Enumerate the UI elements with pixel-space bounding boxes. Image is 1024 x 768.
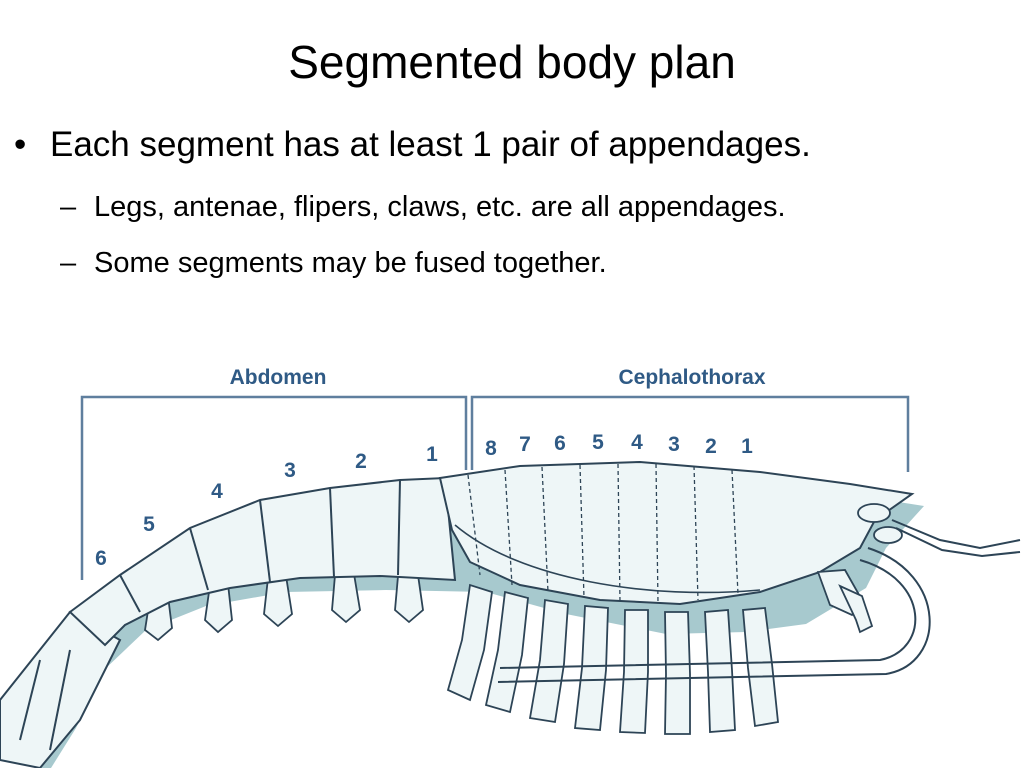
cephalothorax-segment-number: 1 <box>741 435 753 458</box>
cephalothorax-label: Cephalothorax <box>618 366 765 389</box>
head-appendages <box>816 503 903 634</box>
sub-bullet-text: Some segments may be fused together. <box>94 247 607 279</box>
carapace <box>438 460 915 606</box>
cephalothorax-bracket <box>470 395 910 472</box>
sub-bullet-fused: –Some segments may be fused together. <box>60 244 607 282</box>
swimmerets <box>144 573 424 642</box>
crustacean-diagram: Abdomen Cephalothorax 6 5 4 3 2 1 8 7 6 … <box>0 366 1021 768</box>
dash-marker: – <box>60 247 77 279</box>
cephalothorax-segment-number: 4 <box>631 431 643 454</box>
abdomen-segment-number: 5 <box>143 513 155 536</box>
sub-bullet-text: Legs, antenae, flipers, claws, etc. are … <box>94 191 786 223</box>
cephalothorax-segment-number: 7 <box>519 433 531 456</box>
sub-bullet-appendages: –Legs, antenae, flipers, claws, etc. are… <box>60 188 786 226</box>
main-bullet: • Each segment has at least 1 pair of app… <box>14 122 811 168</box>
slide-title: Segmented body plan <box>288 36 736 88</box>
abdomen-body <box>68 476 457 647</box>
cephalothorax-segment-number: 3 <box>668 433 680 456</box>
abdomen-segment-number: 2 <box>355 450 367 473</box>
cephalothorax-segment-number: 6 <box>554 432 566 455</box>
carapace-segment-lines <box>467 463 739 604</box>
abdomen-bracket <box>80 395 468 580</box>
dash-marker: – <box>60 191 77 223</box>
abdomen-segment-number: 3 <box>284 459 296 482</box>
abdomen-segment-number: 6 <box>95 547 107 570</box>
antenna <box>497 519 1021 683</box>
carapace-curve <box>454 524 761 594</box>
abdomen-segment-number: 1 <box>426 443 438 466</box>
tail-fan <box>0 610 122 768</box>
main-bullet-text: Each segment has at least 1 pair of appe… <box>50 125 811 164</box>
cephalothorax-segment-number: 8 <box>485 437 497 460</box>
walking-legs <box>446 583 779 735</box>
bullet-dot: • <box>14 125 27 164</box>
abdomen-segment-number: 4 <box>211 480 223 503</box>
abdomen-label: Abdomen <box>230 366 327 389</box>
cephalothorax-segment-number: 5 <box>592 431 604 454</box>
cephalothorax-segment-number: 2 <box>705 435 717 458</box>
